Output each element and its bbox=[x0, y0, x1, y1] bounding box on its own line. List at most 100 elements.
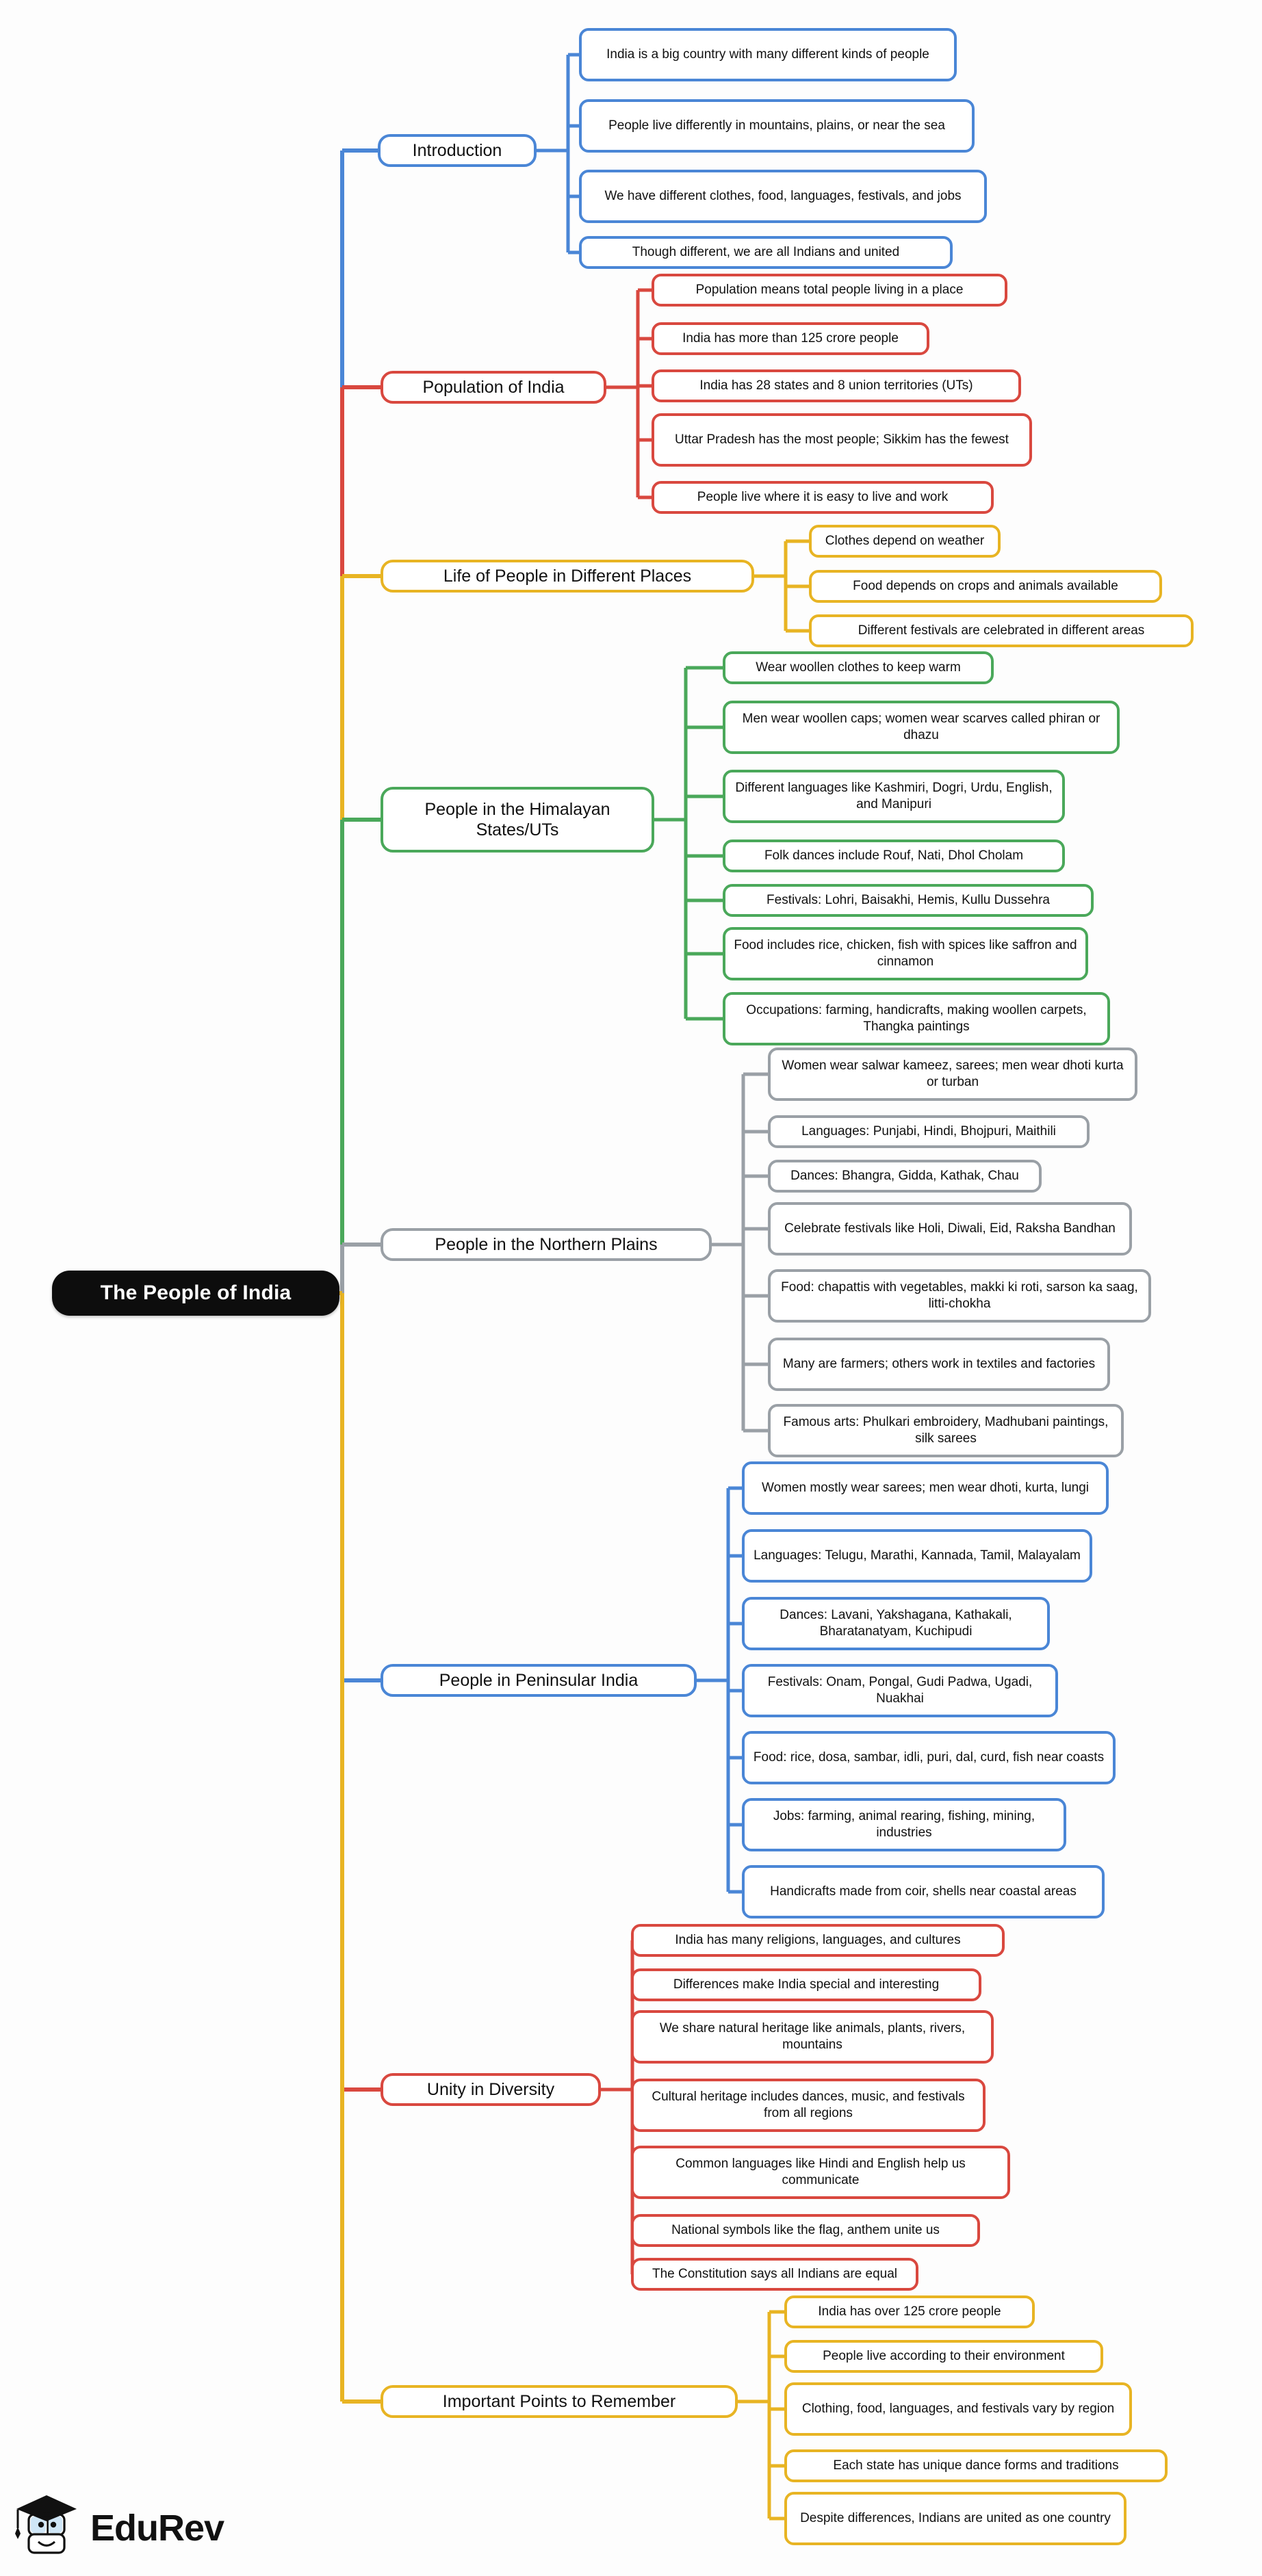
edurev-wordmark: EduRev bbox=[90, 2508, 224, 2549]
branch-label: Life of People in Different Places bbox=[443, 567, 692, 586]
leaf-node-0-0[interactable]: India is a big country with many differe… bbox=[579, 28, 957, 81]
leaf-node-5-6[interactable]: Handicrafts made from coir, shells near … bbox=[742, 1865, 1105, 1918]
leaf-label: Differences make India special and inter… bbox=[673, 1977, 940, 1992]
leaf-label: Dances: Lavani, Yakshagana, Kathakali, B… bbox=[780, 1608, 1012, 1639]
branch-node-1[interactable]: Population of India bbox=[381, 371, 606, 404]
leaf-node-2-2[interactable]: Different festivals are celebrated in di… bbox=[809, 614, 1194, 647]
leaf-label: Food: chapattis with vegetables, makki k… bbox=[781, 1280, 1138, 1311]
leaf-node-4-4[interactable]: Food: chapattis with vegetables, makki k… bbox=[768, 1269, 1151, 1323]
branch-label: Introduction bbox=[412, 141, 502, 160]
leaf-label: Festivals: Lohri, Baisakhi, Hemis, Kullu… bbox=[767, 893, 1050, 908]
leaf-node-0-1[interactable]: People live differently in mountains, pl… bbox=[579, 99, 975, 153]
leaf-label: Festivals: Onam, Pongal, Gudi Padwa, Uga… bbox=[767, 1675, 1033, 1706]
root-node[interactable]: The People of India bbox=[52, 1271, 339, 1316]
branch-node-7[interactable]: Important Points to Remember bbox=[381, 2385, 738, 2418]
leaf-node-0-2[interactable]: We have different clothes, food, languag… bbox=[579, 170, 987, 223]
leaf-node-5-3[interactable]: Festivals: Onam, Pongal, Gudi Padwa, Uga… bbox=[742, 1664, 1058, 1717]
leaf-node-6-6[interactable]: The Constitution says all Indians are eq… bbox=[631, 2258, 918, 2291]
leaf-node-6-5[interactable]: National symbols like the flag, anthem u… bbox=[631, 2214, 980, 2247]
branch-label: People in Peninsular India bbox=[439, 1671, 639, 1690]
leaf-node-5-2[interactable]: Dances: Lavani, Yakshagana, Kathakali, B… bbox=[742, 1597, 1050, 1650]
leaf-node-7-3[interactable]: Each state has unique dance forms and tr… bbox=[784, 2449, 1168, 2482]
leaf-node-2-1[interactable]: Food depends on crops and animals availa… bbox=[809, 570, 1162, 603]
leaf-node-4-3[interactable]: Celebrate festivals like Holi, Diwali, E… bbox=[768, 1202, 1132, 1256]
branch-label: People in the Northern Plains bbox=[435, 1235, 658, 1254]
leaf-label: The Constitution says all Indians are eq… bbox=[652, 2267, 898, 2282]
leaf-node-5-4[interactable]: Food: rice, dosa, sambar, idli, puri, da… bbox=[742, 1731, 1116, 1784]
leaf-node-4-2[interactable]: Dances: Bhangra, Gidda, Kathak, Chau bbox=[768, 1160, 1042, 1193]
leaf-node-1-1[interactable]: India has more than 125 crore people bbox=[652, 322, 929, 355]
leaf-node-7-2[interactable]: Clothing, food, languages, and festivals… bbox=[784, 2382, 1132, 2436]
leaf-node-3-0[interactable]: Wear woollen clothes to keep warm bbox=[723, 651, 994, 684]
leaf-node-5-1[interactable]: Languages: Telugu, Marathi, Kannada, Tam… bbox=[742, 1529, 1092, 1583]
leaf-node-1-3[interactable]: Uttar Pradesh has the most people; Sikki… bbox=[652, 413, 1032, 467]
leaf-node-5-5[interactable]: Jobs: farming, animal rearing, fishing, … bbox=[742, 1798, 1066, 1851]
leaf-label: Food depends on crops and animals availa… bbox=[853, 579, 1118, 594]
branch-node-2[interactable]: Life of People in Different Places bbox=[381, 560, 754, 593]
leaf-node-3-2[interactable]: Different languages like Kashmiri, Dogri… bbox=[723, 770, 1065, 823]
leaf-node-6-0[interactable]: India has many religions, languages, and… bbox=[631, 1924, 1005, 1957]
leaf-node-4-5[interactable]: Many are farmers; others work in textile… bbox=[768, 1338, 1110, 1391]
branch-node-3[interactable]: People in the Himalayan States/UTs bbox=[381, 787, 654, 853]
leaf-label: Celebrate festivals like Holi, Diwali, E… bbox=[784, 1221, 1116, 1236]
leaf-label: Cultural heritage includes dances, music… bbox=[652, 2090, 965, 2120]
leaf-label: Folk dances include Rouf, Nati, Dhol Cho… bbox=[764, 848, 1024, 863]
leaf-label: People live differently in mountains, pl… bbox=[608, 118, 945, 133]
leaf-label: People live according to their environme… bbox=[823, 2349, 1065, 2364]
leaf-label: Languages: Punjabi, Hindi, Bhojpuri, Mai… bbox=[801, 1124, 1056, 1139]
leaf-label: Handicrafts made from coir, shells near … bbox=[770, 1884, 1077, 1899]
leaf-node-1-0[interactable]: Population means total people living in … bbox=[652, 274, 1007, 307]
leaf-label: People live where it is easy to live and… bbox=[697, 490, 949, 505]
leaf-node-3-4[interactable]: Festivals: Lohri, Baisakhi, Hemis, Kullu… bbox=[723, 884, 1094, 917]
leaf-label: Common languages like Hindi and English … bbox=[675, 2157, 966, 2187]
leaf-label: We share natural heritage like animals, … bbox=[659, 2021, 966, 2052]
leaf-label: India has over 125 crore people bbox=[818, 2304, 1001, 2319]
branch-label: Important Points to Remember bbox=[442, 2392, 676, 2411]
branch-node-0[interactable]: Introduction bbox=[378, 134, 537, 167]
edurev-logo: EduRev bbox=[15, 2490, 261, 2566]
leaf-label: India has more than 125 crore people bbox=[682, 331, 899, 346]
leaf-node-4-1[interactable]: Languages: Punjabi, Hindi, Bhojpuri, Mai… bbox=[768, 1115, 1090, 1148]
branch-node-6[interactable]: Unity in Diversity bbox=[381, 2073, 601, 2106]
leaf-label: India is a big country with many differe… bbox=[606, 47, 929, 62]
leaf-node-6-3[interactable]: Cultural heritage includes dances, music… bbox=[631, 2079, 986, 2132]
leaf-node-0-3[interactable]: Though different, we are all Indians and… bbox=[579, 236, 953, 269]
leaf-label: Clothing, food, languages, and festivals… bbox=[801, 2402, 1115, 2417]
leaf-node-6-2[interactable]: We share natural heritage like animals, … bbox=[631, 2010, 994, 2064]
branch-label: People in the Himalayan States/UTs bbox=[424, 800, 610, 840]
leaf-node-3-1[interactable]: Men wear woollen caps; women wear scarve… bbox=[723, 701, 1120, 754]
leaf-label: Food includes rice, chicken, fish with s… bbox=[734, 938, 1077, 969]
branch-label: Population of India bbox=[422, 378, 565, 397]
leaf-label: Jobs: farming, animal rearing, fishing, … bbox=[773, 1809, 1035, 1840]
leaf-label: Wear woollen clothes to keep warm bbox=[756, 660, 961, 675]
leaf-node-6-1[interactable]: Differences make India special and inter… bbox=[631, 1968, 981, 2001]
leaf-node-1-2[interactable]: India has 28 states and 8 union territor… bbox=[652, 369, 1021, 402]
leaf-label: Many are farmers; others work in textile… bbox=[782, 1357, 1096, 1372]
leaf-label: Women wear salwar kameez, sarees; men we… bbox=[782, 1058, 1124, 1089]
leaf-node-3-5[interactable]: Food includes rice, chicken, fish with s… bbox=[723, 927, 1088, 980]
root-label: The People of India bbox=[100, 1282, 292, 1304]
leaf-label: Each state has unique dance forms and tr… bbox=[833, 2458, 1119, 2473]
leaf-node-2-0[interactable]: Clothes depend on weather bbox=[809, 525, 1001, 558]
leaf-node-3-6[interactable]: Occupations: farming, handicrafts, makin… bbox=[723, 992, 1110, 1045]
leaf-node-7-1[interactable]: People live according to their environme… bbox=[784, 2340, 1103, 2373]
branch-node-4[interactable]: People in the Northern Plains bbox=[381, 1228, 712, 1261]
leaf-label: Uttar Pradesh has the most people; Sikki… bbox=[675, 432, 1009, 447]
leaf-label: Food: rice, dosa, sambar, idli, puri, da… bbox=[753, 1750, 1105, 1765]
leaf-node-3-3[interactable]: Folk dances include Rouf, Nati, Dhol Cho… bbox=[723, 840, 1065, 872]
leaf-label: Population means total people living in … bbox=[695, 283, 964, 298]
leaf-node-5-0[interactable]: Women mostly wear sarees; men wear dhoti… bbox=[742, 1461, 1109, 1515]
leaf-label: We have different clothes, food, languag… bbox=[604, 189, 962, 204]
leaf-label: Different festivals are celebrated in di… bbox=[858, 623, 1145, 638]
leaf-label: Dances: Bhangra, Gidda, Kathak, Chau bbox=[790, 1169, 1019, 1184]
leaf-node-4-6[interactable]: Famous arts: Phulkari embroidery, Madhub… bbox=[768, 1404, 1124, 1457]
graduation-cap-book-mascot-icon bbox=[15, 2491, 81, 2566]
branch-node-5[interactable]: People in Peninsular India bbox=[381, 1664, 697, 1697]
leaf-node-6-4[interactable]: Common languages like Hindi and English … bbox=[631, 2146, 1010, 2199]
leaf-label: Different languages like Kashmiri, Dogri… bbox=[735, 781, 1053, 811]
leaf-node-7-0[interactable]: India has over 125 crore people bbox=[784, 2295, 1035, 2328]
leaf-node-1-4[interactable]: People live where it is easy to live and… bbox=[652, 481, 994, 514]
leaf-node-4-0[interactable]: Women wear salwar kameez, sarees; men we… bbox=[768, 1048, 1137, 1101]
leaf-node-7-4[interactable]: Despite differences, Indians are united … bbox=[784, 2492, 1126, 2545]
